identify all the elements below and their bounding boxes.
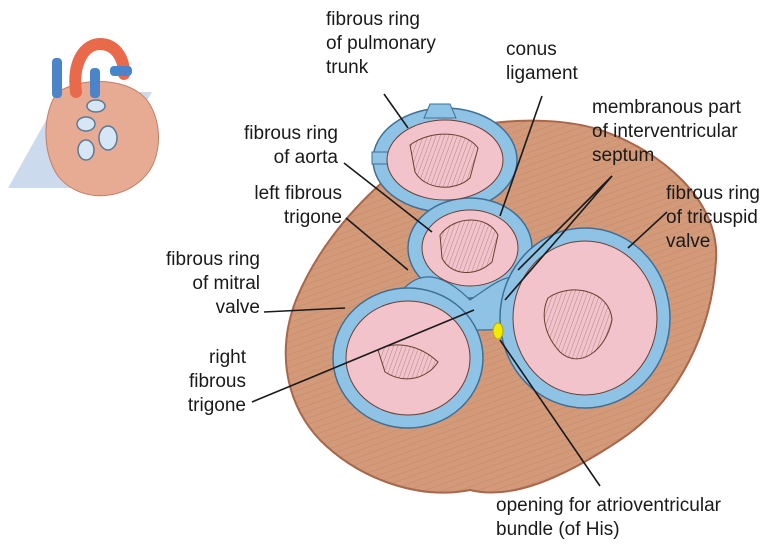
label-opening-atrioventricular-bundle: opening for atrioventricular bundle (of … xyxy=(496,494,721,542)
label-conus-ligament: conus ligament xyxy=(506,38,578,86)
label-left-fibrous-trigone: left fibrous trigone xyxy=(180,182,342,230)
label-membranous-part-interventricular-septum: membranous part of interventricular sept… xyxy=(592,96,741,168)
label-right-fibrous-trigone: right fibrous trigone xyxy=(150,346,246,418)
label-fibrous-ring-tricuspid-valve: fibrous ring of tricuspid valve xyxy=(666,182,760,254)
label-fibrous-ring-mitral-valve: fibrous ring of mitral valve xyxy=(130,248,260,320)
label-fibrous-ring-aorta: fibrous ring of aorta xyxy=(206,122,338,170)
thumbnail-heart-icon xyxy=(8,44,159,196)
av-bundle-opening-marker xyxy=(493,323,503,339)
label-fibrous-ring-pulmonary-trunk: fibrous ring of pulmonary trunk xyxy=(326,8,436,80)
